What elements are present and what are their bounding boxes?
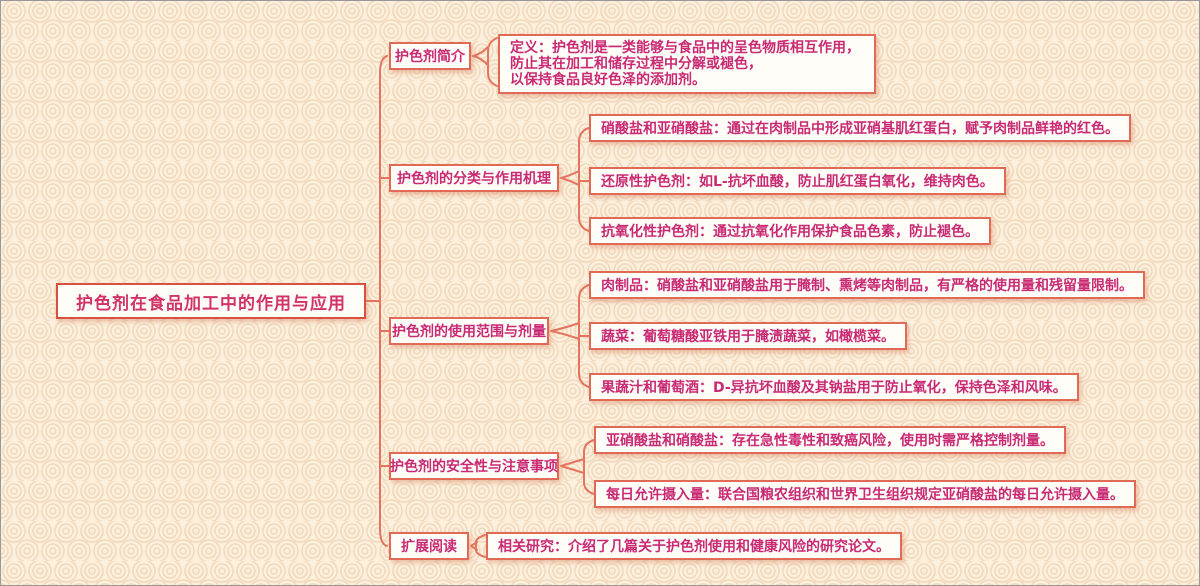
topic-node-classification[interactable]: 护色剂的分类与作用机理 — [389, 164, 559, 192]
topic-label: 扩展阅读 — [401, 539, 457, 555]
detail-text: 还原性护色剂：如L-抗坏血酸，防止肌红蛋白氧化，维持肉色。 — [601, 174, 994, 190]
detail-node-daily-intake[interactable]: 每日允许摄入量：联合国粮农组织和世界卫生组织规定亚硝酸盐的每日允许摄入量。 — [594, 480, 1136, 508]
detail-text: 抗氧化性护色剂：通过抗氧化作用保护食品色素，防止褪色。 — [601, 224, 979, 240]
detail-text: 每日允许摄入量：联合国粮农组织和世界卫生组织规定亚硝酸盐的每日允许摄入量。 — [606, 487, 1124, 503]
connector-arc-branch5 — [475, 534, 486, 558]
connector-fork-branch3 — [550, 322, 580, 340]
root-node[interactable]: 护色剂在食品加工中的作用与应用 — [56, 283, 366, 319]
connector-fork-branch1 — [472, 46, 489, 66]
topic-label: 护色剂的安全性与注意事项 — [390, 459, 558, 475]
detail-node-vegetables[interactable]: 蔬菜：葡萄糖酸亚铁用于腌渍蔬菜，如橄榄菜。 — [589, 322, 907, 350]
detail-text: 蔬菜：葡萄糖酸亚铁用于腌渍蔬菜，如橄榄菜。 — [601, 329, 895, 345]
detail-node-definition[interactable]: 定义：护色剂是一类能够与食品中的呈色物质相互作用， 防止其在加工和储存过程中分解… — [498, 34, 876, 94]
root-node-label: 护色剂在食品加工中的作用与应用 — [76, 293, 346, 314]
topic-node-usage-scope[interactable]: 护色剂的使用范围与剂量 — [389, 317, 549, 345]
detail-text: 定义：护色剂是一类能够与食品中的呈色物质相互作用， 防止其在加工和储存过程中分解… — [510, 40, 860, 88]
detail-text: 相关研究：介绍了几篇关于护色剂使用和健康风险的研究论文。 — [498, 539, 890, 555]
detail-node-juice-wine[interactable]: 果蔬汁和葡萄酒：D-异抗坏血酸及其钠盐用于防止氧化，保持色泽和风味。 — [589, 373, 1079, 401]
topic-node-intro[interactable]: 护色剂简介 — [389, 42, 471, 70]
topic-node-safety[interactable]: 护色剂的安全性与注意事项 — [389, 452, 559, 480]
connector-lines — [365, 37, 595, 558]
detail-node-antioxidant-agents[interactable]: 抗氧化性护色剂：通过抗氧化作用保护食品色素，防止褪色。 — [589, 217, 991, 245]
topic-label: 护色剂的分类与作用机理 — [397, 171, 551, 187]
topic-node-further-reading[interactable]: 扩展阅读 — [389, 532, 469, 560]
connector-arc-branch4 — [583, 439, 595, 495]
connector-trunk — [379, 55, 388, 547]
topic-label: 护色剂的使用范围与剂量 — [392, 324, 546, 340]
detail-text: 肉制品：硝酸盐和亚硝酸盐用于腌制、熏烤等肉制品，有严格的使用量和残留量限制。 — [601, 278, 1133, 294]
detail-text: 果蔬汁和葡萄酒：D-异抗坏血酸及其钠盐用于防止氧化，保持色泽和风味。 — [601, 380, 1067, 396]
connector-arc-branch1 — [487, 37, 498, 87]
detail-node-nitrates[interactable]: 硝酸盐和亚硝酸盐：通过在肉制品中形成亚硝基肌红蛋白，赋予肉制品鲜艳的红色。 — [589, 114, 1131, 142]
topic-label: 护色剂简介 — [395, 49, 465, 65]
detail-text: 亚硝酸盐和硝酸盐：存在急性毒性和致癌风险，使用时需严格控制剂量。 — [606, 433, 1054, 449]
connector-fork-branch2 — [560, 170, 580, 186]
detail-node-toxicity-risk[interactable]: 亚硝酸盐和硝酸盐：存在急性毒性和致癌风险，使用时需严格控制剂量。 — [594, 426, 1066, 454]
connector-fork-branch4 — [560, 458, 585, 474]
connector-arc-branch2 — [578, 127, 590, 232]
detail-node-related-research[interactable]: 相关研究：介绍了几篇关于护色剂使用和健康风险的研究论文。 — [486, 532, 902, 560]
detail-node-meat-products[interactable]: 肉制品：硝酸盐和亚硝酸盐用于腌制、熏烤等肉制品，有严格的使用量和残留量限制。 — [589, 271, 1145, 299]
detail-text: 硝酸盐和亚硝酸盐：通过在肉制品中形成亚硝基肌红蛋白，赋予肉制品鲜艳的红色。 — [601, 121, 1119, 137]
detail-node-reductive-agents[interactable]: 还原性护色剂：如L-抗坏血酸，防止肌红蛋白氧化，维持肉色。 — [589, 167, 1006, 195]
